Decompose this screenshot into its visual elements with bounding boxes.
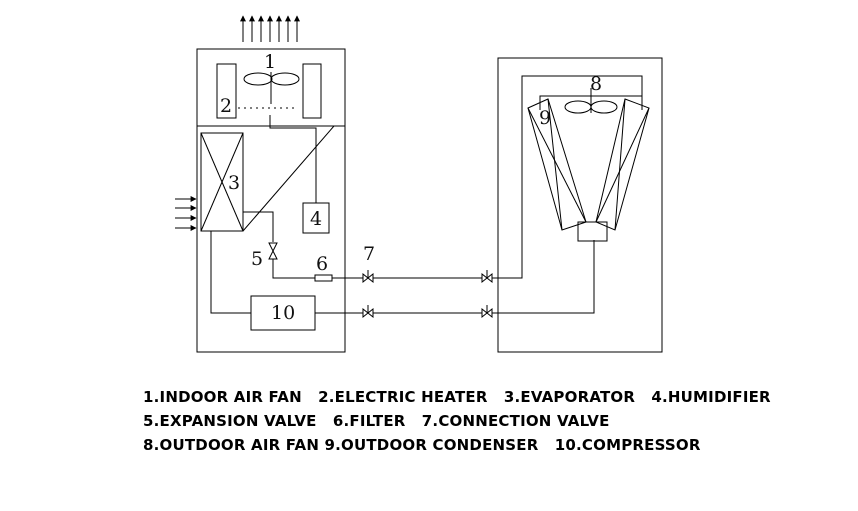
humidifier (302, 202, 330, 234)
outdoor-unit-cabinet (497, 57, 663, 353)
return-air-arrows (175, 196, 197, 231)
fan-housing-left (216, 63, 237, 119)
indoor-unit: 1 2 3 4 (175, 15, 346, 353)
legend-line-2: 5.EXPANSION VALVE 6.FILTER 7.CONNECTION … (143, 412, 610, 430)
connection-valve-indoor-discharge (362, 305, 374, 319)
connection-valve-outdoor-liquid (481, 270, 493, 284)
label-filter: 6 (316, 253, 328, 275)
outdoor-air-fan (564, 88, 618, 114)
indoor-unit-cabinet (196, 48, 346, 353)
filter (314, 274, 333, 282)
evaporator-to-valve-pipe (243, 211, 274, 242)
heater-humidifier-wire (269, 115, 317, 203)
label-compressor: 10 (271, 302, 295, 324)
evaporator (200, 132, 244, 232)
label-evaporator: 3 (228, 172, 240, 194)
connection-valve-outdoor-discharge (481, 305, 493, 319)
label-outdoor-air-fan: 8 (590, 73, 602, 95)
outdoor-liquid-pipe (492, 75, 643, 279)
valve-to-liquid-line (272, 259, 315, 279)
outdoor-condenser (527, 98, 650, 242)
label-electric-heater: 2 (220, 95, 232, 117)
outdoor-unit: 8 9 (492, 57, 663, 353)
indoor-air-duct (242, 125, 335, 232)
label-outdoor-condenser: 9 (539, 107, 551, 129)
label-expansion-valve: 5 (251, 248, 263, 270)
outdoor-discharge-pipe (492, 240, 595, 314)
legend-line-3: 8.OUTDOOR AIR FAN 9.OUTDOOR CONDENSER 10… (143, 436, 701, 454)
indoor-air-fan (243, 72, 300, 104)
exhaust-air-arrows (240, 15, 300, 42)
evaporator-to-compressor-pipe (210, 231, 251, 314)
connection-valve-indoor-liquid (362, 270, 374, 284)
expansion-valve (268, 242, 278, 260)
label-connection-valve: 7 (363, 243, 375, 265)
label-humidifier: 4 (310, 208, 322, 230)
label-indoor-air-fan: 1 (264, 51, 276, 73)
fan-housing-right (302, 63, 322, 119)
legend-line-1: 1.INDOOR AIR FAN 2.ELECTRIC HEATER 3.EVA… (143, 388, 771, 406)
